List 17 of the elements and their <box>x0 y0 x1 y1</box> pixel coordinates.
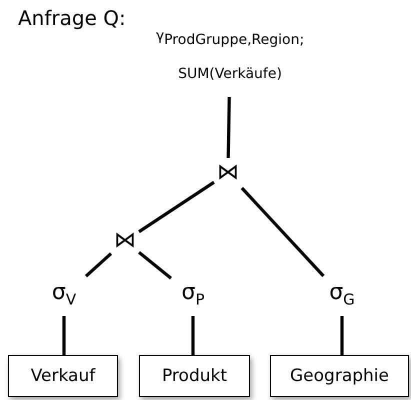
connector-line <box>62 316 66 355</box>
connector-line <box>191 316 195 355</box>
title: Anfrage Q: <box>18 6 126 30</box>
operator-symbol: ⋈ <box>114 229 136 253</box>
connector-line <box>340 316 344 355</box>
operator-symbol: σ$_{V}$ <box>52 280 76 310</box>
connector-line <box>226 96 231 158</box>
connector-line <box>138 251 172 280</box>
connector-line <box>138 180 215 234</box>
operator-symbol: σ$_{G}$ <box>329 280 355 310</box>
relation-box: Geographie <box>270 355 409 397</box>
connector-line <box>84 252 112 278</box>
operator-symbol: ⋈ <box>217 161 239 185</box>
relation-box: Verkauf <box>8 355 118 397</box>
connector-line <box>240 186 325 278</box>
relation-box: Produkt <box>139 355 250 397</box>
operator-symbol: σ$_{P}$ <box>182 280 204 310</box>
